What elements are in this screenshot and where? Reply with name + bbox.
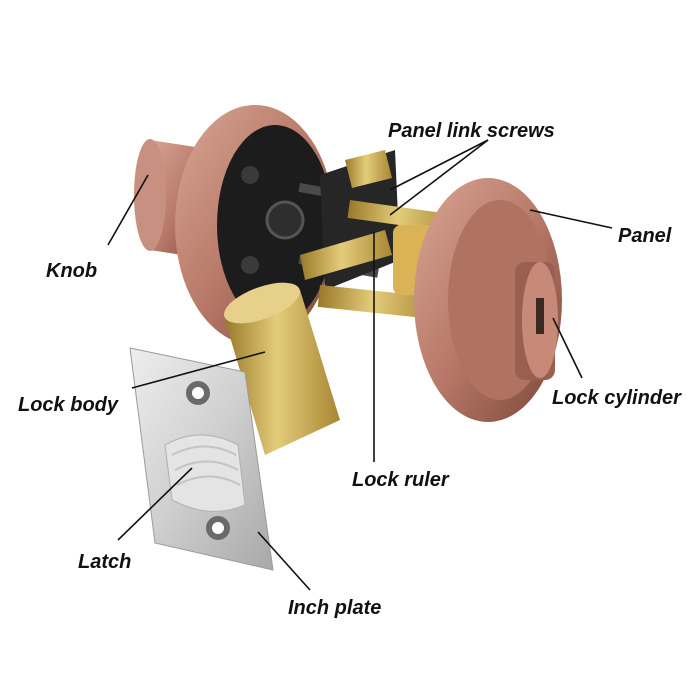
label-lock-cylinder: Lock cylinder (552, 387, 681, 409)
leader-line-panel-link-screws-a (389, 139, 489, 191)
label-inch-plate: Inch plate (288, 597, 382, 619)
leader-line-latch (117, 467, 193, 541)
label-panel: Panel (618, 225, 672, 247)
leader-line-inch-plate (257, 531, 311, 591)
latch-shape (164, 434, 246, 512)
leader-line-lock-body (131, 351, 266, 389)
label-lock-ruler: Lock ruler (352, 469, 449, 491)
label-latch: Latch (78, 551, 132, 573)
leader-line-knob (107, 174, 149, 246)
lock-body-shape (224, 282, 340, 455)
leader-line-panel-link-screws-b (389, 139, 489, 216)
leader-line-panel (529, 209, 613, 229)
lock-cylinder-shape (515, 262, 558, 380)
label-panel-link-screws: Panel link screws (388, 120, 555, 142)
leader-line-lock-cylinder (552, 317, 583, 379)
label-lock-body: Lock body (18, 394, 119, 416)
label-knob: Knob (46, 260, 98, 282)
mechanism-bracket-shape (300, 150, 400, 290)
